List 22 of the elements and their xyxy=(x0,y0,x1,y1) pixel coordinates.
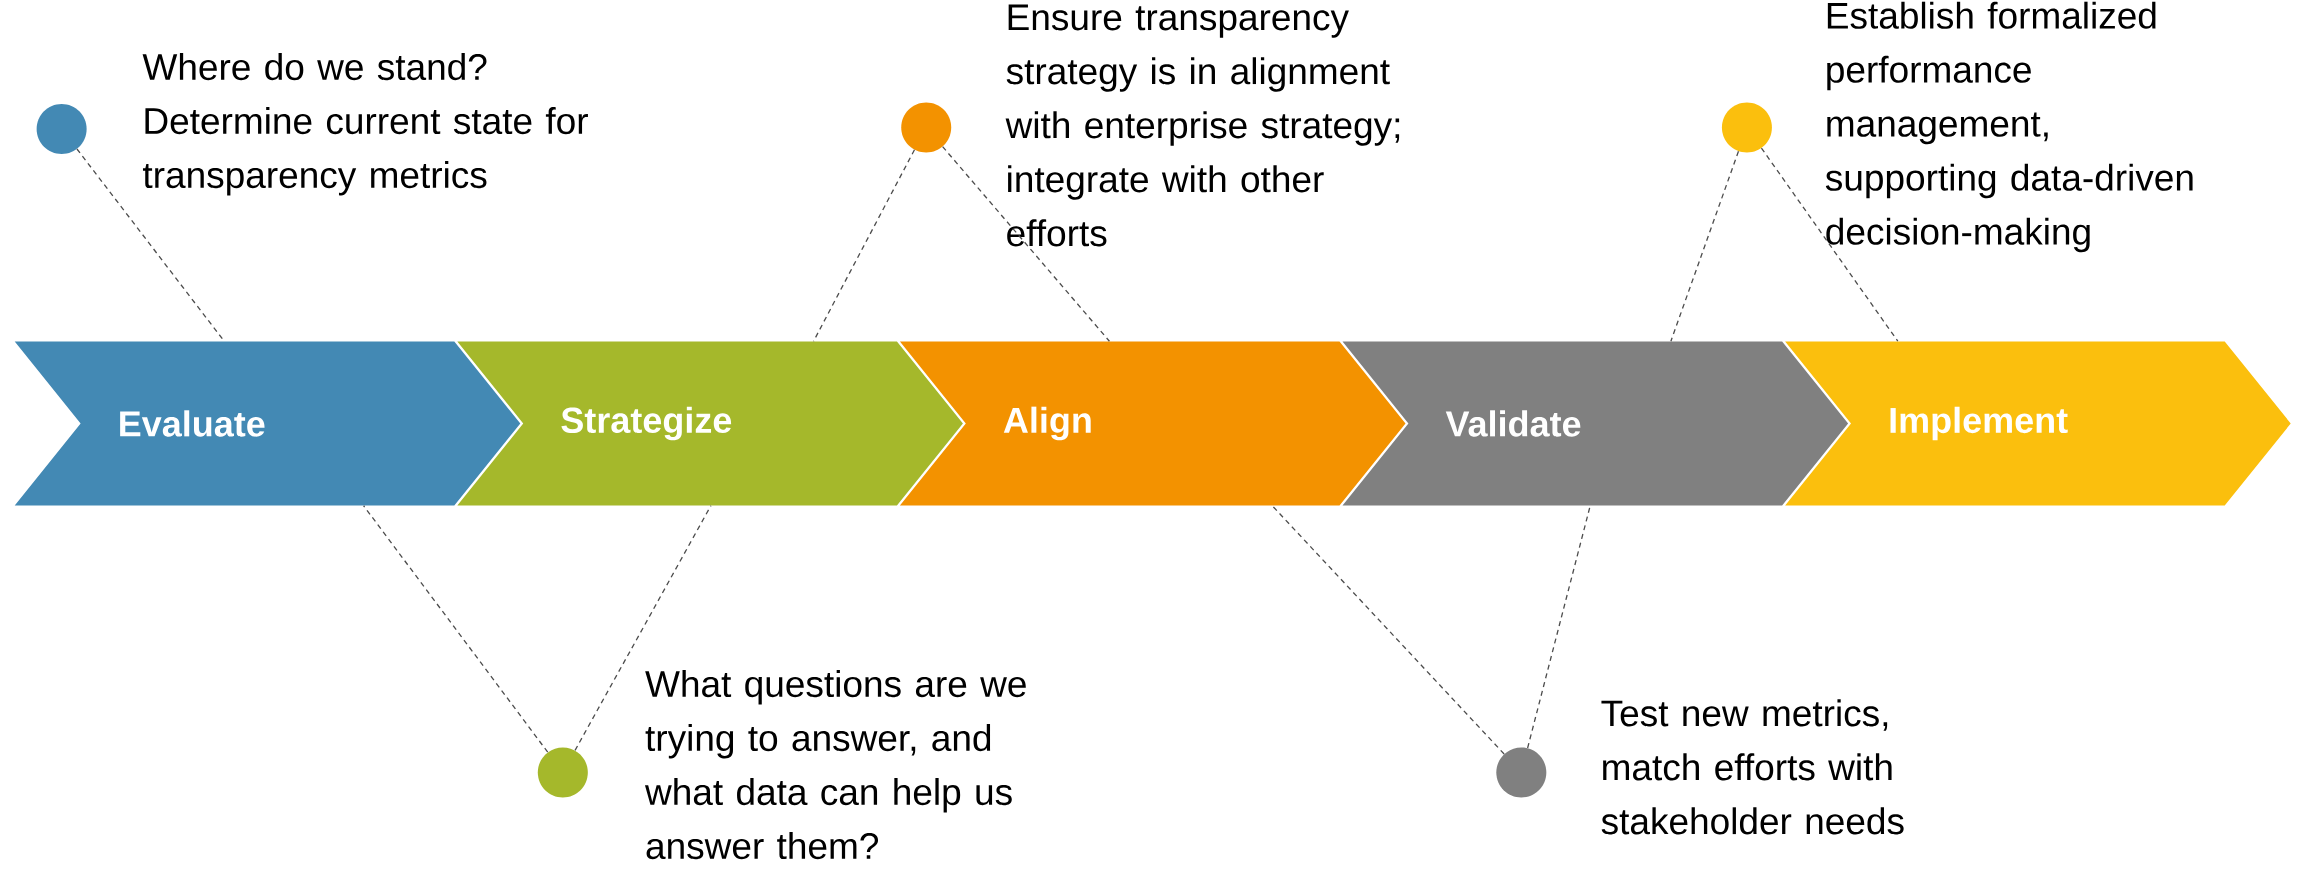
description-text: What questions are we trying to answer, and what data can help us answer them? xyxy=(644,670,1026,860)
description-text: Ensure transparency strategy is in alignment with enterprise strategy; integrate with other efforts xyxy=(1005,4,1400,247)
process-step: Implement xyxy=(1785,341,2291,506)
leader-line xyxy=(76,148,225,342)
description-text: Establish formalized performance management, supporting data-driven decision-making xyxy=(1825,1,2193,253)
dot xyxy=(901,102,952,153)
dot xyxy=(1496,747,1547,798)
dot xyxy=(1721,102,1772,153)
process-step: Align xyxy=(899,341,1406,506)
leader-line xyxy=(1526,505,1591,749)
leader-line xyxy=(1271,505,1505,755)
process-step: Evaluate xyxy=(14,341,521,506)
leader-line xyxy=(1670,150,1740,342)
description-text: Where do we stand? Determine current state for transparency metrics xyxy=(142,53,588,196)
dot xyxy=(537,747,588,798)
leader-line xyxy=(1760,147,1899,342)
leader-line xyxy=(941,146,1111,342)
leader-line xyxy=(362,505,549,753)
description-text: Test new metrics, match efforts with stakeholder needs xyxy=(1601,699,1904,835)
dot xyxy=(36,104,87,154)
process-step: Strategize xyxy=(457,341,963,506)
process-step: Validate xyxy=(1342,341,1849,506)
